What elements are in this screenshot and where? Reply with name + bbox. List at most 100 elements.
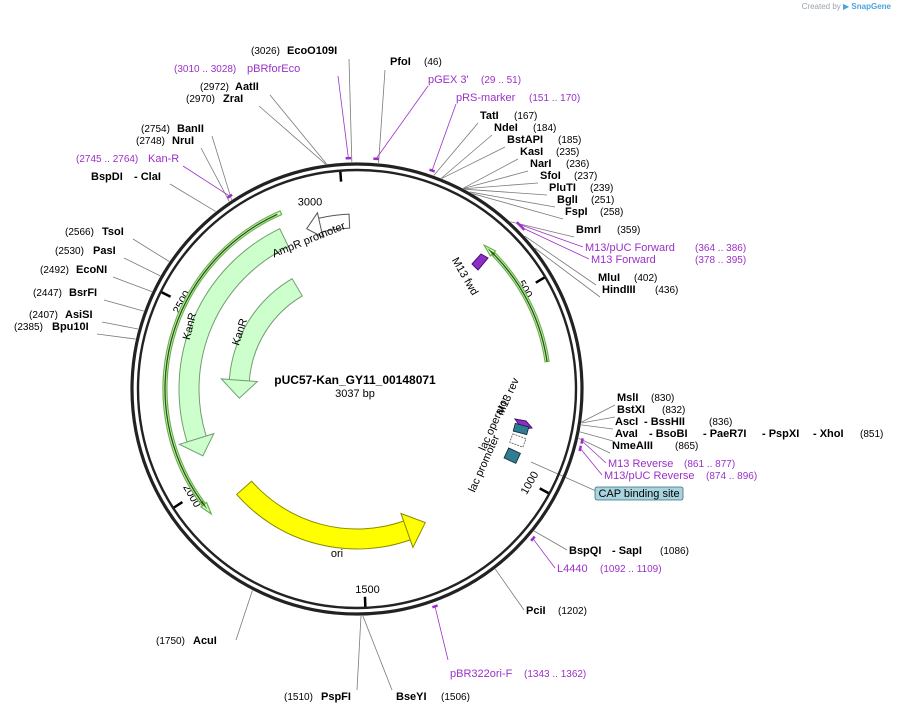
leader-line-pfoi [378,69,386,164]
enzyme-position-bstapi: (185) [558,135,581,146]
leader-line-bpu10i [96,333,136,340]
enzyme-label-ecoo109i: EcoO109I [287,45,337,57]
primer-range-l4440: (1092 .. 1109) [600,564,662,575]
enzyme-label-nari: NarI [530,158,551,170]
tick-label-1000: 1000 [519,470,542,497]
tick-mark-2500 [161,291,172,298]
leader-line-tsoi [132,238,170,262]
primer-leader-m13-puc-reverse [579,448,603,476]
enzyme-position-bstxi: (832) [662,405,685,416]
leader-line-pcii [494,568,525,611]
plasmid-length: 3037 bp [335,388,375,400]
enzyme-position-bsrfi: (2447) [33,288,62,299]
leader-line-fspi [472,193,564,220]
primer-leader-m13-reverse [581,440,607,464]
primer-leader-pgex-3 [375,85,429,160]
lac-region-arrow [482,243,550,363]
leader-line-nmeaiii [578,437,611,454]
lac-operator-box [512,422,530,436]
labels: EcoO109I(3026)PfoI(46)AatII(2972)ZraI(29… [14,45,883,703]
ampr-promoter-arrow [305,211,351,239]
enzyme-position-hindiii: (436) [655,285,678,296]
leader-line-bspqi [533,530,568,551]
leader-line-pasi [123,257,161,277]
primer-mark-m13-puc-forward [515,221,522,227]
credit-brand: SnapGene [851,2,891,11]
enzyme-position-banii: (2754) [141,124,170,135]
enzyme-label-bsshii: - BssHII [644,416,685,428]
tick-mark-2000 [173,501,184,509]
enzyme-position-ecoo109i: (3026) [251,46,280,57]
primer-mark-m13-reverse [580,438,584,444]
leader-line-bstxi [581,416,616,424]
enzyme-label-pluti: PluTI [549,182,576,194]
leader-line-asisi [101,321,139,330]
enzyme-label-pspxi: - PspXI [762,428,799,440]
leader-line-bmri [510,221,575,238]
primer-mark-kan-r [226,193,233,199]
leader-line-asci [581,424,614,430]
enzyme-label-bstapi: BstAPI [507,134,543,146]
leader-line-bgli [469,191,556,208]
enzyme-label-bstxi: BstXI [617,404,645,416]
enzyme-label-zrai: ZraI [223,93,243,105]
leader-lines [96,58,616,691]
enzyme-position-sfoi: (237) [574,171,597,182]
backbone-outer-ring [130,162,584,616]
ori-arrow [235,480,426,550]
enzyme-label-sfoi: SfoI [540,170,561,182]
enzyme-label-bsrfi: BsrFI [69,287,97,299]
leader-line-bstapi [441,146,506,179]
enzyme-position-kasi: (235) [556,147,579,158]
enzyme-label-pcii: PciI [526,605,546,617]
leader-line-bsrfi [103,299,144,312]
enzyme-label-pspfi: PspFI [321,691,351,703]
enzyme-label-paer7i: - PaeR7I [703,428,746,440]
enzyme-label-aatii: AatII [235,81,259,93]
enzyme-label-clai: - ClaI [134,171,161,183]
enzyme-position-pasi: (2530) [55,246,84,257]
tick-mark-500 [535,276,546,284]
enzyme-position-bgli: (251) [591,195,614,206]
tick-label-3000: 3000 [298,197,322,209]
primer-label-kan-r: Kan-R [148,153,179,165]
leader-line-ndei [441,134,493,179]
enzyme-position-zrai: (2970) [186,94,215,105]
primer-label-prs-marker: pRS-marker [456,92,516,104]
primer-label-m13-puc-forward: M13/pUC Forward [585,242,675,254]
primer-range-kan-r: (2745 .. 2764) [76,154,138,165]
enzyme-label-econi: EcoNI [76,264,107,276]
primer-mark-m13-puc-reverse [578,445,583,452]
primer-label-pbrforeco: pBRforEco [247,63,300,75]
leader-line-bseyi [362,615,393,691]
enzyme-label-tati: TatI [480,110,499,122]
leader-line-hindiii [534,247,601,298]
enzyme-position-nrui: (2748) [136,136,165,147]
snapgene-credit: Created by ▶ SnapGene [802,2,891,11]
primer-leader-m13-forward [522,227,590,260]
leader-line-mlui [524,235,597,286]
enzyme-label-bmri: BmrI [576,224,601,236]
primer-label-pgex-3: pGEX 3' [428,74,469,86]
kanr-outer-arrow [162,210,283,516]
primer-label-l4440: L4440 [557,563,588,575]
tick-mark-3000 [339,171,343,182]
enzyme-label-kasi: KasI [520,146,543,158]
primer-mark-l4440 [530,535,536,542]
leader-line-pspfi [356,615,362,691]
enzyme-label-avai: AvaI [615,428,638,440]
enzyme-position-nmeaiii: (865) [675,441,698,452]
enzyme-label-bpu10i: Bpu10I [52,321,89,333]
primer-leader-pbrforeco [337,75,349,159]
enzyme-label-nrui: NruI [172,135,194,147]
enzyme-label-acui: AcuI [193,635,217,647]
enzyme-position-nari: (236) [566,159,589,170]
enzyme-label-sapi: - SapI [612,545,642,557]
kanr-wide-arrow [178,227,290,457]
enzyme-label-banii: BanII [177,123,204,135]
enzyme-label-asci: AscI [615,416,638,428]
m13-fwd-marker [471,253,489,271]
leader-line-ecoo109i [348,58,353,163]
leader-line-nari [463,170,529,189]
enzyme-position-bsshii: (836) [709,417,732,428]
